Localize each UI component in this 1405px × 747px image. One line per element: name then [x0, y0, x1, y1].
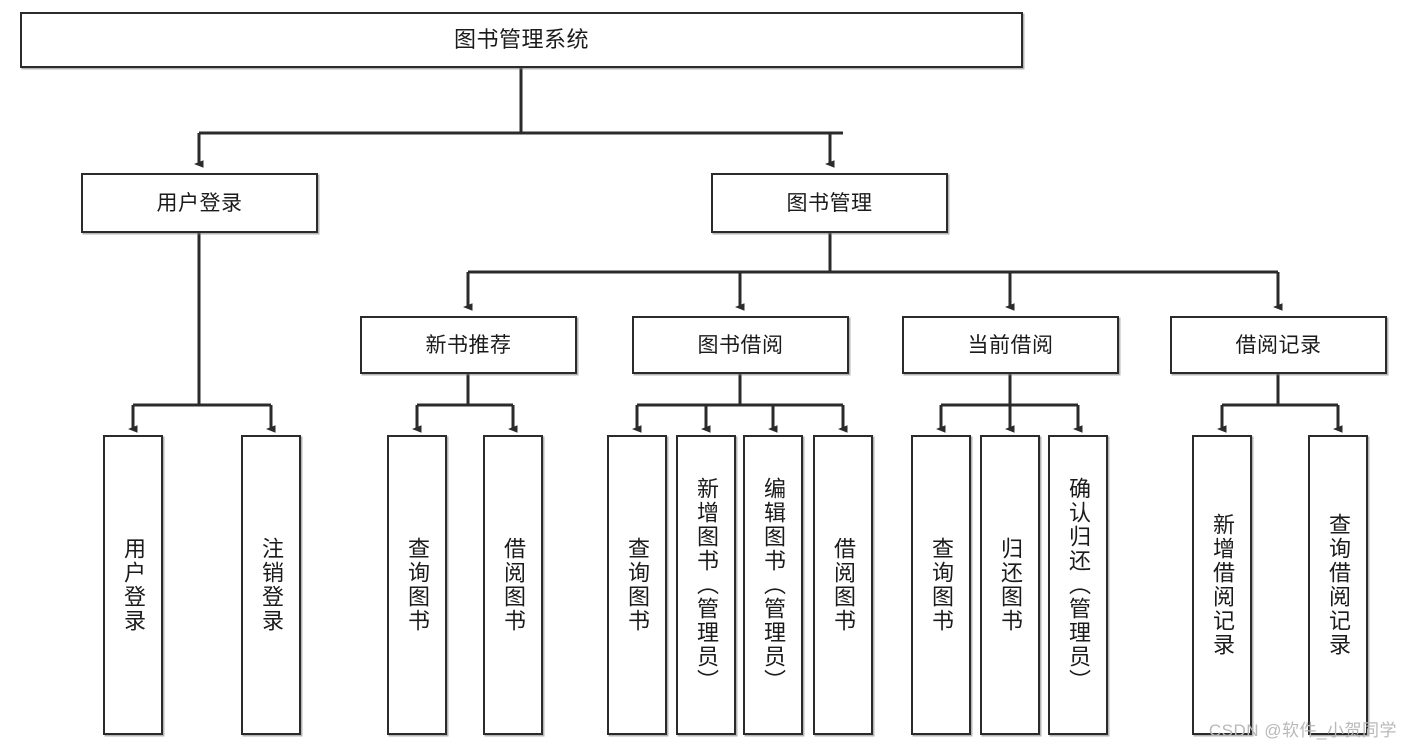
- node-leaf-add-record[interactable]: 新增借阅记录: [1192, 435, 1252, 735]
- node-label: 图书管理系统: [453, 27, 589, 52]
- node-label: 查询图书: [404, 537, 430, 633]
- node-leaf-edit-book[interactable]: 编辑图书（管理员）: [743, 435, 803, 735]
- node-label: 编辑图书（管理员）: [760, 477, 786, 693]
- node-leaf-query-book-3[interactable]: 查询图书: [911, 435, 971, 735]
- node-label: 新增图书（管理员）: [693, 477, 719, 693]
- node-label: 当前借阅: [967, 333, 1054, 357]
- node-current-borrow[interactable]: 当前借阅: [902, 316, 1119, 374]
- node-leaf-borrow-book-1[interactable]: 借阅图书: [483, 435, 543, 735]
- node-leaf-add-book[interactable]: 新增图书（管理员）: [676, 435, 736, 735]
- node-leaf-borrow-book-2[interactable]: 借阅图书: [813, 435, 873, 735]
- node-label: 用户登录: [120, 537, 146, 633]
- node-label: 新书推荐: [425, 333, 512, 357]
- watermark: CSDN @软件_小贺同学: [1208, 721, 1397, 740]
- node-leaf-query-book-2[interactable]: 查询图书: [607, 435, 667, 735]
- node-new-book-recommend[interactable]: 新书推荐: [360, 316, 577, 374]
- node-leaf-query-book-1[interactable]: 查询图书: [387, 435, 447, 735]
- node-book-borrow[interactable]: 图书借阅: [632, 316, 849, 374]
- node-label: 确认归还（管理员）: [1065, 477, 1091, 693]
- node-user-login[interactable]: 用户登录: [81, 173, 318, 233]
- node-label: 借阅图书: [830, 537, 856, 633]
- node-borrow-record[interactable]: 借阅记录: [1170, 316, 1387, 374]
- node-leaf-user-login[interactable]: 用户登录: [103, 435, 163, 735]
- node-label: 图书管理: [786, 191, 873, 215]
- node-label: 查询图书: [928, 537, 954, 633]
- node-label: 注销登录: [258, 537, 284, 633]
- node-label: 查询借阅记录: [1325, 513, 1351, 657]
- node-label: 查询图书: [624, 537, 650, 633]
- node-book-management[interactable]: 图书管理: [711, 173, 948, 233]
- node-label: 借阅记录: [1235, 333, 1322, 357]
- node-label: 图书借阅: [697, 333, 784, 357]
- node-label: 借阅图书: [500, 537, 526, 633]
- node-label: 用户登录: [156, 191, 243, 215]
- node-leaf-user-logout[interactable]: 注销登录: [241, 435, 301, 735]
- node-leaf-confirm-return[interactable]: 确认归还（管理员）: [1048, 435, 1108, 735]
- node-book-management-system[interactable]: 图书管理系统: [20, 12, 1023, 68]
- node-leaf-return-book[interactable]: 归还图书: [980, 435, 1040, 735]
- node-label: 新增借阅记录: [1209, 513, 1235, 657]
- node-label: 归还图书: [997, 537, 1023, 633]
- node-leaf-query-record[interactable]: 查询借阅记录: [1308, 435, 1368, 735]
